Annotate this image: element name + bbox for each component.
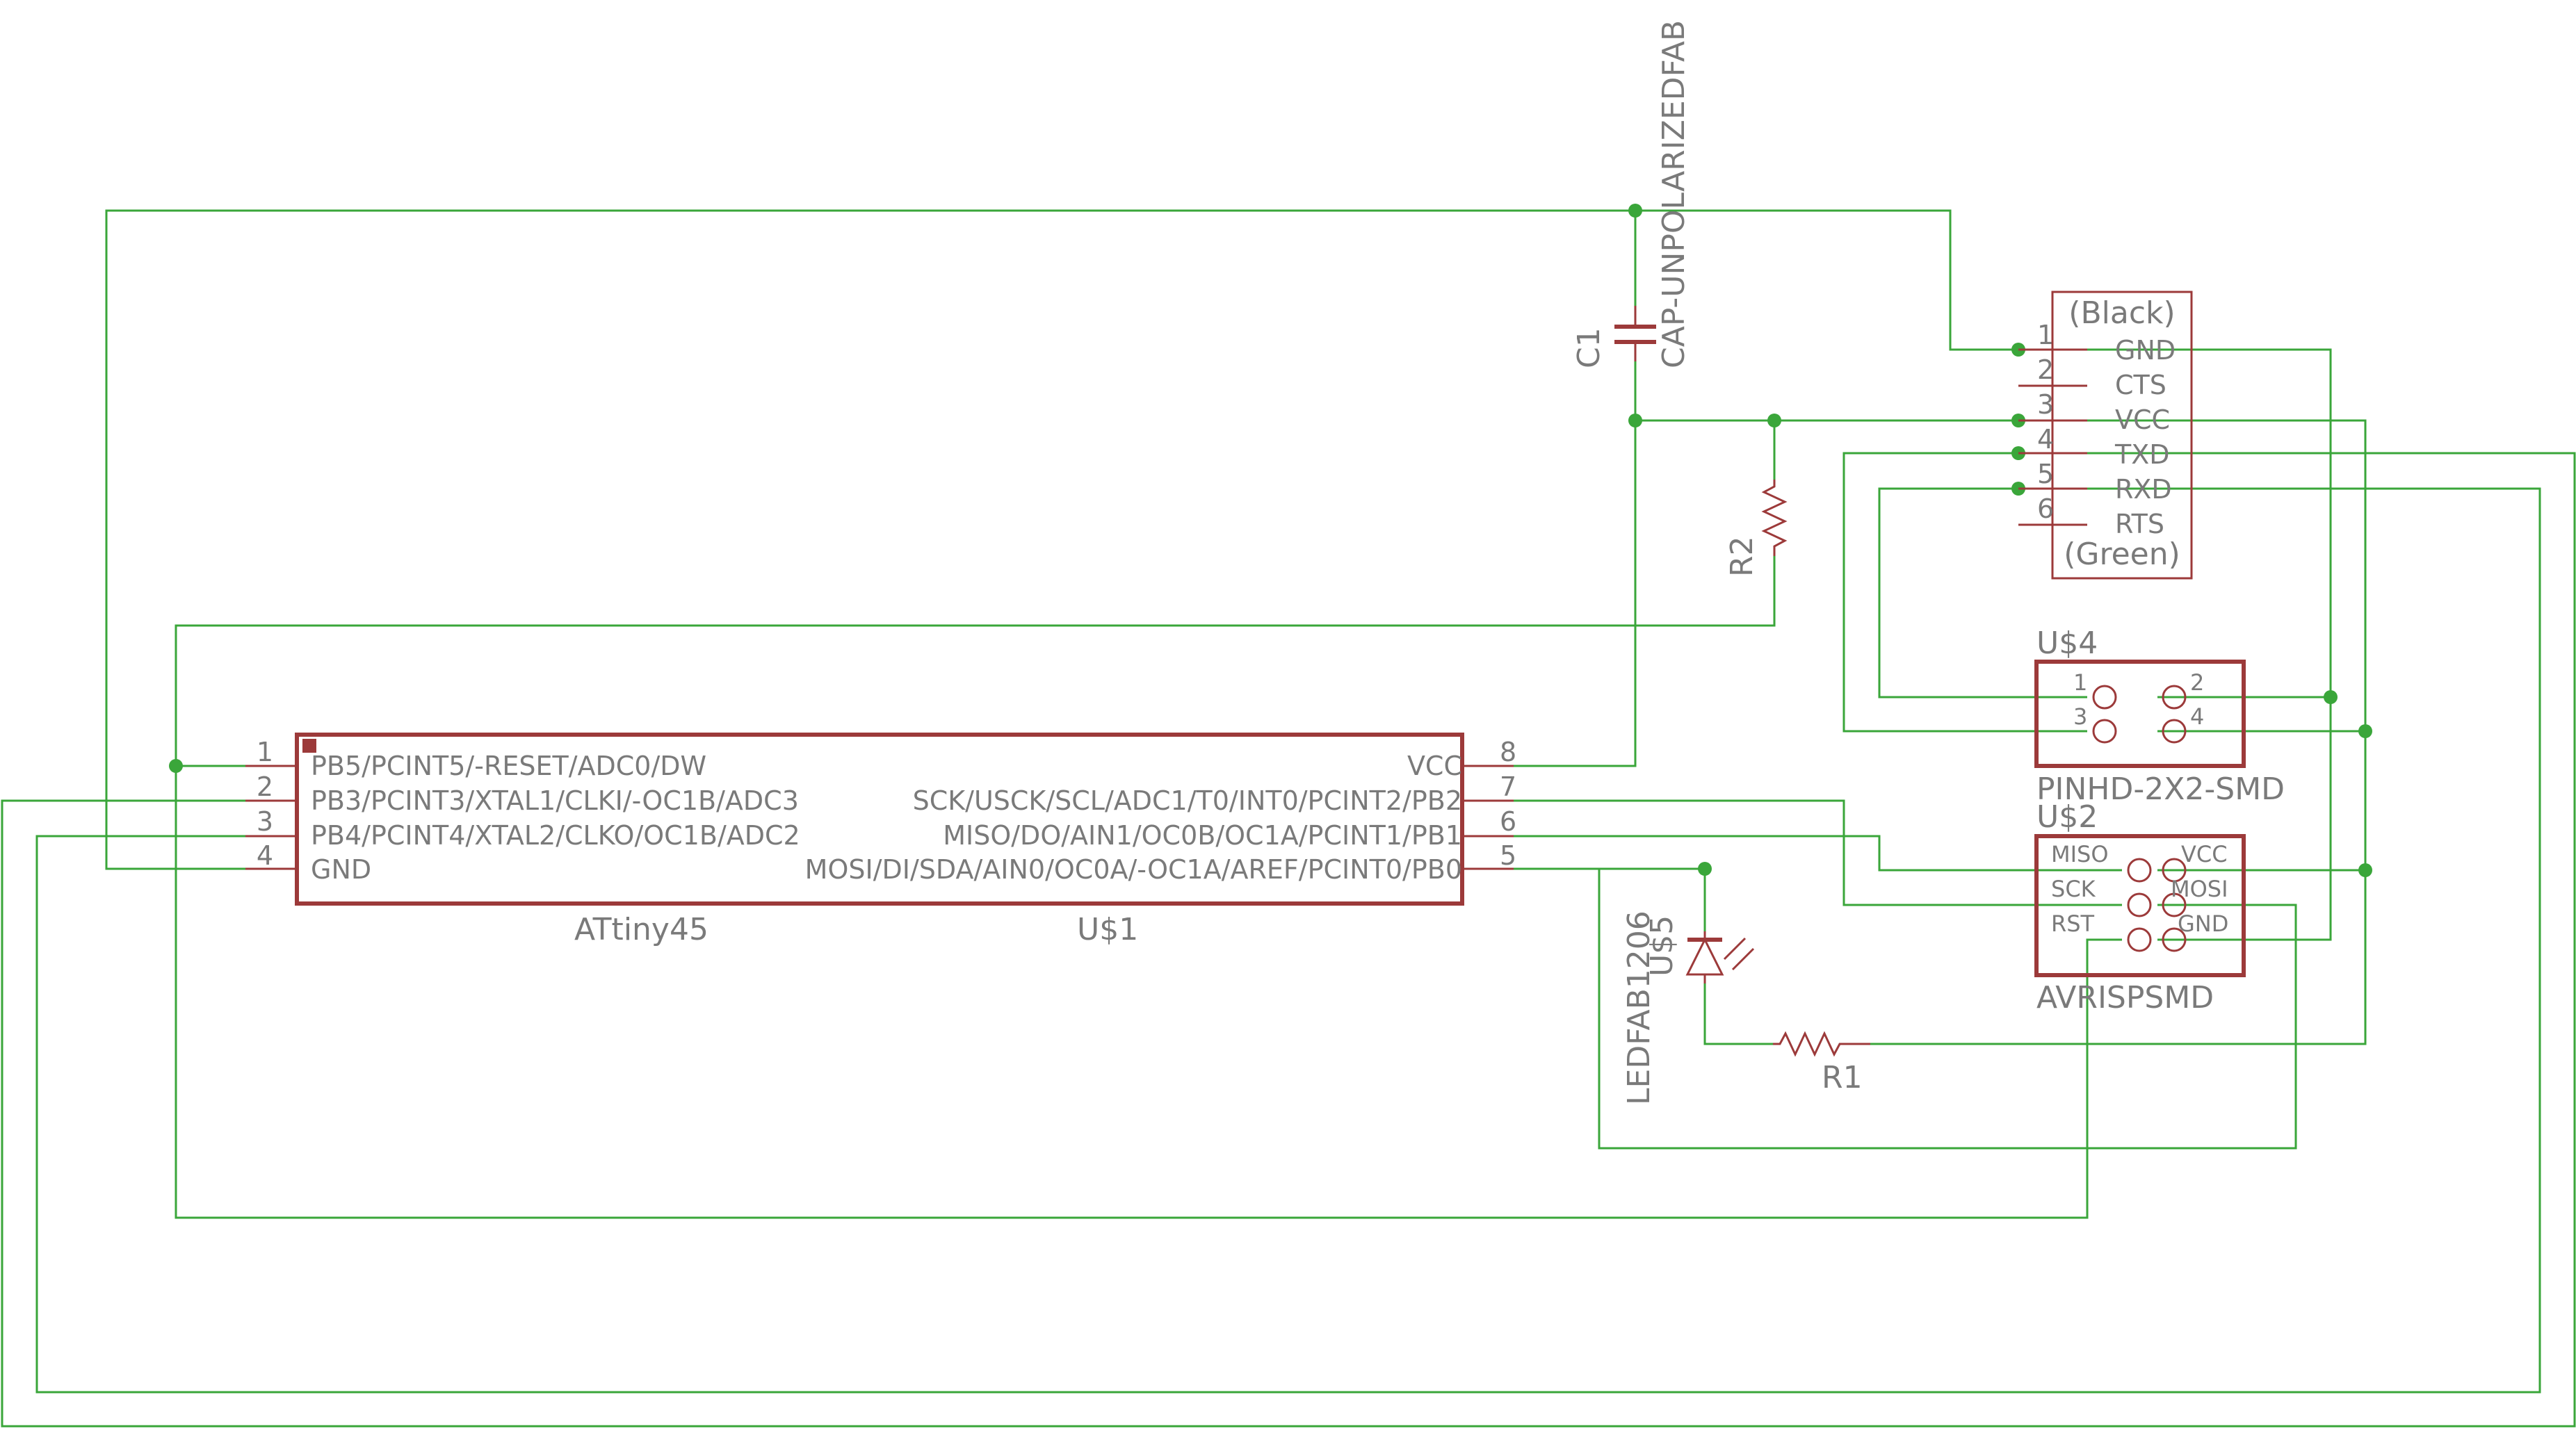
wire-rxd-to-u1-pin3 bbox=[35, 487, 2541, 1394]
pin-name: GND bbox=[311, 854, 371, 885]
pad bbox=[2127, 892, 2152, 917]
pin-name: VCC bbox=[2115, 405, 2170, 435]
pin-number: 3 bbox=[2037, 389, 2054, 420]
wire-reset-r2-bottom bbox=[175, 556, 2122, 1219]
header-u4: U$4 PINHD-2X2-SMD 1 2 3 4 bbox=[2034, 626, 2285, 807]
pad bbox=[2162, 858, 2187, 883]
pin1-marker bbox=[302, 739, 316, 753]
attiny45-chip: 1 2 3 4 8 7 6 5 PB5/PCINT5/-RESET/ADC0/D… bbox=[245, 733, 1516, 947]
junction bbox=[1628, 414, 1642, 427]
pin-name: RST bbox=[2051, 911, 2095, 937]
pin-number: 1 bbox=[2037, 320, 2054, 350]
pin-number: 2 bbox=[2037, 354, 2054, 385]
pad bbox=[2127, 858, 2152, 883]
resistor-r2: R2 bbox=[1724, 480, 1788, 577]
pin-number: 1 bbox=[2073, 669, 2087, 696]
wires bbox=[1, 209, 2576, 1428]
pin-name: GND bbox=[2115, 335, 2176, 366]
isp-header-u2: U$2 AVRISPSMD MISO VCC SCK MOSI RST GND bbox=[2034, 799, 2246, 1015]
led-u5: U$5 LEDFAB1206 bbox=[1621, 911, 1755, 1105]
u2-value: AVRISPSMD bbox=[2036, 980, 2214, 1015]
wire-sck bbox=[1462, 799, 2122, 906]
u5-value: LEDFAB1206 bbox=[1621, 911, 1657, 1105]
c1-name: C1 bbox=[1571, 327, 1607, 368]
junction bbox=[1628, 204, 1642, 218]
pin-name: MISO bbox=[2051, 841, 2109, 867]
pin-name: MOSI/DI/SDA/AIN0/OC0A/-OC1A/AREF/PCINT0/… bbox=[805, 854, 1462, 885]
junction bbox=[2358, 724, 2372, 738]
pin-name: SCK bbox=[2051, 876, 2096, 902]
pin-name: VCC bbox=[1407, 751, 1462, 781]
pin-name: PB3/PCINT3/XTAL1/CLKI/-OC1B/ADC3 bbox=[311, 785, 799, 816]
pin-number: 8 bbox=[1500, 737, 1516, 767]
u4-outline bbox=[2034, 660, 2246, 768]
wire-txd bbox=[1842, 452, 2087, 733]
pin-number: 2 bbox=[2190, 669, 2204, 696]
pin-number: 5 bbox=[1500, 840, 1516, 871]
capacitor-c1: C1 CAP-UNPOLARIZEDFAB bbox=[1571, 20, 1692, 368]
r1-name: R1 bbox=[1822, 1060, 1863, 1095]
resistor-r1: R1 bbox=[1773, 1031, 1870, 1095]
u2-outline bbox=[2034, 834, 2246, 977]
pin-name: CTS bbox=[2115, 370, 2166, 400]
pin-number: 6 bbox=[1500, 806, 1516, 837]
chip-outline bbox=[295, 733, 1464, 906]
wire-mosi bbox=[1462, 867, 2297, 1150]
junction bbox=[2358, 863, 2372, 877]
wire-miso bbox=[1462, 835, 2122, 872]
wire-rxd bbox=[1878, 487, 2087, 699]
pin-number: 4 bbox=[2037, 424, 2054, 455]
pin-name: MISO/DO/AIN1/OC0B/OC1A/PCINT1/PB1 bbox=[943, 820, 1462, 851]
pad bbox=[2092, 719, 2117, 744]
u5-name: U$5 bbox=[1644, 915, 1680, 977]
pad bbox=[2162, 927, 2187, 952]
pin-number: 4 bbox=[257, 840, 273, 871]
u4-value: PINHD-2X2-SMD bbox=[2036, 771, 2285, 807]
pad bbox=[2162, 892, 2187, 917]
pin-name: VCC bbox=[2181, 841, 2228, 867]
pin-number: 7 bbox=[1500, 771, 1516, 802]
junction bbox=[1767, 414, 1781, 427]
pin-name: SCK/USCK/SCL/ADC1/T0/INT0/PCINT2/PB2 bbox=[913, 785, 1462, 816]
pin-name: PB4/PCINT4/XTAL2/CLKO/OC1B/ADC2 bbox=[311, 820, 800, 851]
pad bbox=[2162, 719, 2187, 744]
junction bbox=[1698, 862, 1712, 876]
pin-name: RTS bbox=[2115, 509, 2164, 539]
wire-gnd-top-rail bbox=[105, 209, 2018, 870]
pad bbox=[2127, 927, 2152, 952]
pin-name: PB5/PCINT5/-RESET/ADC0/DW bbox=[311, 751, 706, 781]
pin-name: GND bbox=[2178, 911, 2228, 937]
junction bbox=[169, 759, 183, 773]
ftdi-header: (Black) (Green) 1 2 3 4 5 6 GND CTS VCC … bbox=[2018, 291, 2193, 580]
wire-led-r1 bbox=[1703, 983, 1773, 1045]
chip-name: U$1 bbox=[1077, 912, 1138, 947]
pin-name: RXD bbox=[2115, 474, 2172, 505]
pad bbox=[2092, 685, 2117, 710]
c1-value: CAP-UNPOLARIZEDFAB bbox=[1656, 20, 1692, 368]
ftdi-outline bbox=[2051, 291, 2193, 580]
pin-number: 2 bbox=[257, 771, 273, 802]
ftdi-top-label: (Black) bbox=[2068, 295, 2175, 331]
wire-vcc-u1-to-c1 bbox=[1462, 354, 1637, 767]
u2-name: U$2 bbox=[2036, 799, 2098, 835]
pin-number: 1 bbox=[257, 737, 273, 767]
pin-name: TXD bbox=[2114, 439, 2170, 470]
r2-name: R2 bbox=[1724, 536, 1760, 577]
u4-name: U$4 bbox=[2036, 626, 2098, 661]
chip-value: ATtiny45 bbox=[574, 912, 708, 947]
pin-number: 6 bbox=[2037, 493, 2054, 524]
pin-name: MOSI bbox=[2171, 876, 2228, 902]
junction bbox=[2324, 690, 2338, 704]
pin-number: 5 bbox=[2037, 459, 2054, 489]
wire-txd-to-u1-pin2 bbox=[1, 452, 2576, 1428]
ftdi-bottom-label: (Green) bbox=[2064, 537, 2180, 572]
pin-number: 4 bbox=[2190, 703, 2204, 730]
pin-number: 3 bbox=[2073, 703, 2087, 730]
pad bbox=[2162, 685, 2187, 710]
pin-number: 3 bbox=[257, 806, 273, 837]
